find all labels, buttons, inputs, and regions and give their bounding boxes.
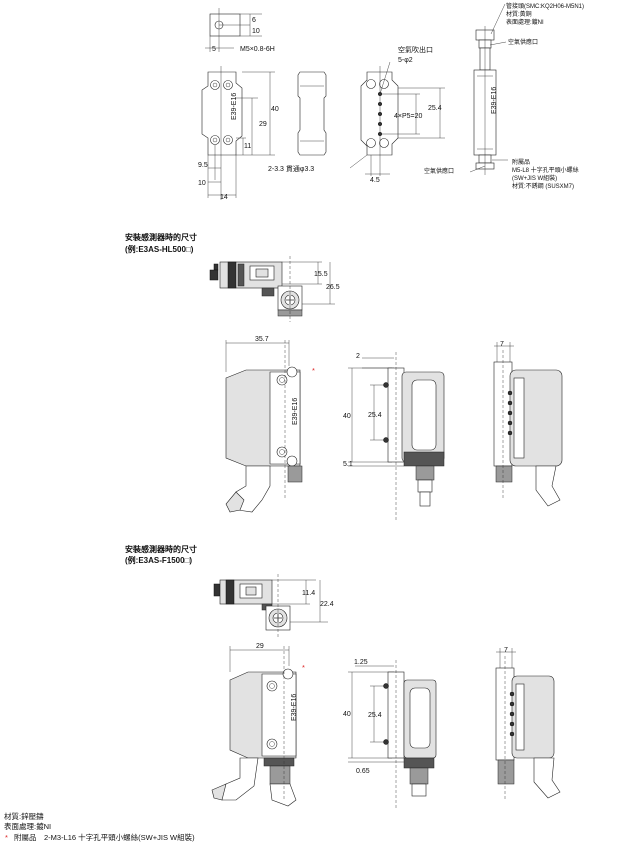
outlet-holes-label: 5-φ2 xyxy=(398,57,413,64)
dim-6: 6 xyxy=(252,17,256,24)
s2-dim-7: 7 xyxy=(504,647,508,654)
dim-4-5: 4.5 xyxy=(370,177,380,184)
accessory-label-1: 附屬品 xyxy=(512,158,530,166)
s2-dim-0-65: 0.65 xyxy=(356,768,370,775)
s2-marking: E39-E16 xyxy=(291,694,298,721)
section1-title: 安裝感測器時的尺寸 xyxy=(125,232,197,242)
s2-side-view xyxy=(348,660,437,810)
dim-11: 11 xyxy=(244,143,251,150)
s2-dim-1-25: 1.25 xyxy=(354,659,368,666)
dim-10b: 10 xyxy=(198,180,206,187)
bracket-top-small-view xyxy=(205,8,262,52)
s2-star: * xyxy=(302,663,305,672)
s2-dim-40: 40 xyxy=(343,711,351,718)
air-inlet-label: 空氣供應口 xyxy=(508,38,538,46)
accessory-label-4: 材質:不銹鋼 (SUSXM7) xyxy=(512,182,574,190)
dim-9-5: 9.5 xyxy=(198,162,208,169)
fitting-surface-label: 表面處理:鍍NI xyxy=(506,18,544,26)
accessory-label-3: (SW+JIS W組裝) xyxy=(512,174,557,182)
accessory-label-2: M5-L8 十字孔平頭小螺絲 xyxy=(512,166,579,174)
fitting-marking: E39-E16 xyxy=(491,87,498,114)
s1-side-view xyxy=(348,352,445,520)
s2-top-view xyxy=(213,574,328,638)
s1-dim-40: 40 xyxy=(343,413,351,420)
counterbore-label: 2-3.3 貫通φ3.3 xyxy=(268,164,314,173)
section1-subtitle: (例:E3AS-HL500□) xyxy=(125,244,194,254)
dim-5: 5 xyxy=(212,46,216,53)
s1-dim-2: 2 xyxy=(356,353,360,360)
s1-top-view xyxy=(209,256,335,322)
note-star: * xyxy=(5,833,8,842)
s1-marking: E39-E16 xyxy=(292,398,299,425)
s1-dim-26-5: 26.5 xyxy=(326,284,340,291)
dim-25-4: 25.4 xyxy=(428,105,442,112)
s2-dim-25-4: 25.4 xyxy=(368,712,382,719)
s1-dim-5-1: 5.1 xyxy=(343,461,353,468)
dim-10: 10 xyxy=(252,28,260,35)
dim-14: 14 xyxy=(220,194,228,201)
s2-dim-11-4: 11.4 xyxy=(302,590,315,597)
note-material: 材質:鋅壓鑄 xyxy=(4,811,44,821)
dim-pitch: 4×P5=20 xyxy=(394,113,423,120)
bracket-marking: E39-E16 xyxy=(231,93,238,120)
fitting-label: 管接頭(SMC:KQ2H06-M5N1) xyxy=(506,2,584,10)
dim-29: 29 xyxy=(259,121,267,128)
note-accessory: 附屬品 2-M3-L16 十字孔平頭小螺絲(SW+JIS W組裝) xyxy=(14,832,195,842)
bracket-front-view xyxy=(201,66,275,200)
s2-front-view xyxy=(211,646,297,807)
bracket-back-view xyxy=(349,61,445,176)
s2-dim-29: 29 xyxy=(256,643,264,650)
outlet-label: 空氣吹出口 xyxy=(398,45,433,54)
fitting-side-view xyxy=(469,3,508,175)
s1-star: * xyxy=(312,366,315,375)
s1-dim-25-4: 25.4 xyxy=(368,412,382,419)
s1-dim-35-7: 35.7 xyxy=(255,336,269,343)
s1-front-view xyxy=(225,340,303,513)
s1-dim-15-5: 15.5 xyxy=(314,271,328,278)
dim-m5-thread: M5×0.8-6H xyxy=(240,46,275,53)
bracket-side-view xyxy=(297,71,327,156)
note-surface: 表面處理:鍍NI xyxy=(4,821,51,831)
s1-rear-view xyxy=(493,342,563,507)
fitting-material-label: 材質:黃銅 xyxy=(506,10,532,18)
s2-rear-view xyxy=(495,648,561,800)
s1-dim-7: 7 xyxy=(500,341,504,348)
section2-subtitle: (例:E3AS-F1500□) xyxy=(125,555,192,565)
s2-dim-22-4: 22.4 xyxy=(320,601,334,608)
air-inlet-label-2: 空氣供應口 xyxy=(424,167,454,175)
dim-40: 40 xyxy=(271,106,279,113)
section2-title: 安裝感測器時的尺寸 xyxy=(125,544,197,554)
